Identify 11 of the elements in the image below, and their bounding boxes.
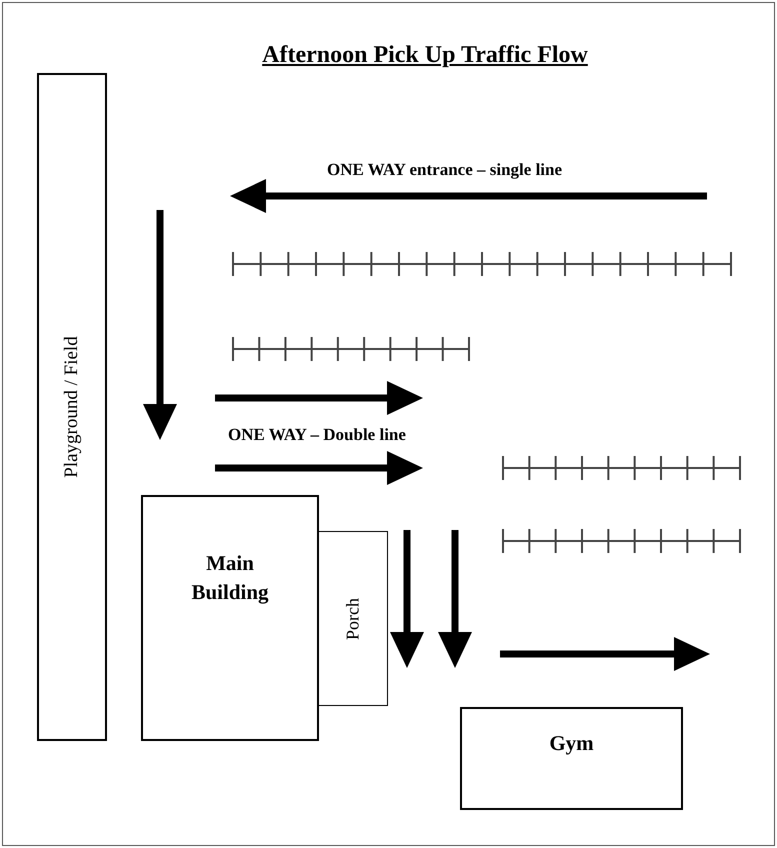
area-name: Porch xyxy=(342,598,364,640)
gym-box xyxy=(460,707,683,810)
area-name: Gym xyxy=(548,730,595,757)
area-name: Main Building xyxy=(190,550,270,606)
porch-box xyxy=(318,531,388,706)
building-box xyxy=(141,495,319,741)
direction-note: ONE WAY – Double line xyxy=(228,425,406,445)
direction-note: ONE WAY entrance – single line xyxy=(327,160,562,180)
field-area xyxy=(37,73,107,741)
area-name: Playground / Field xyxy=(61,336,83,478)
title: Afternoon Pick Up Traffic Flow xyxy=(261,42,589,69)
